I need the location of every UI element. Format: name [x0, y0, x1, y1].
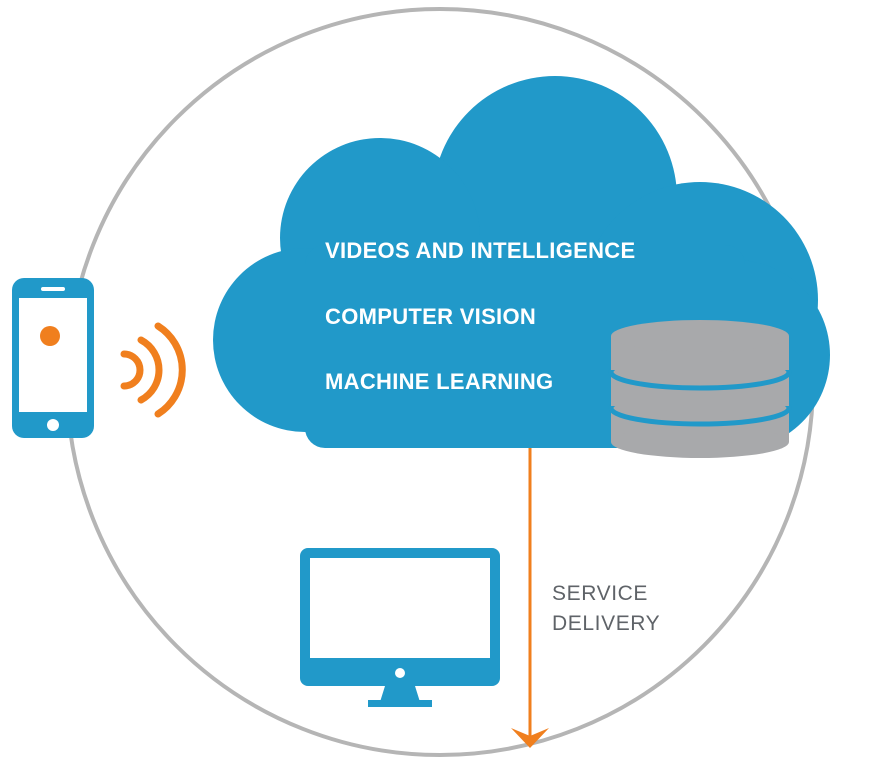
smartphone-icon	[12, 278, 94, 438]
wireless-signal-icon	[120, 322, 186, 418]
desktop-monitor-icon	[300, 548, 500, 707]
delivery-label: DELIVERY	[552, 612, 660, 635]
cloud-line-machine-learning: MACHINE LEARNING	[325, 369, 553, 394]
cloud-line-computer-vision: COMPUTER VISION	[325, 304, 536, 329]
down-arrow-icon	[511, 448, 549, 748]
database-icon	[608, 320, 792, 458]
service-label: SERVICE	[552, 582, 648, 605]
cloud-line-videos-and-intelligence: VIDEOS AND INTELLIGENCE	[325, 238, 635, 263]
